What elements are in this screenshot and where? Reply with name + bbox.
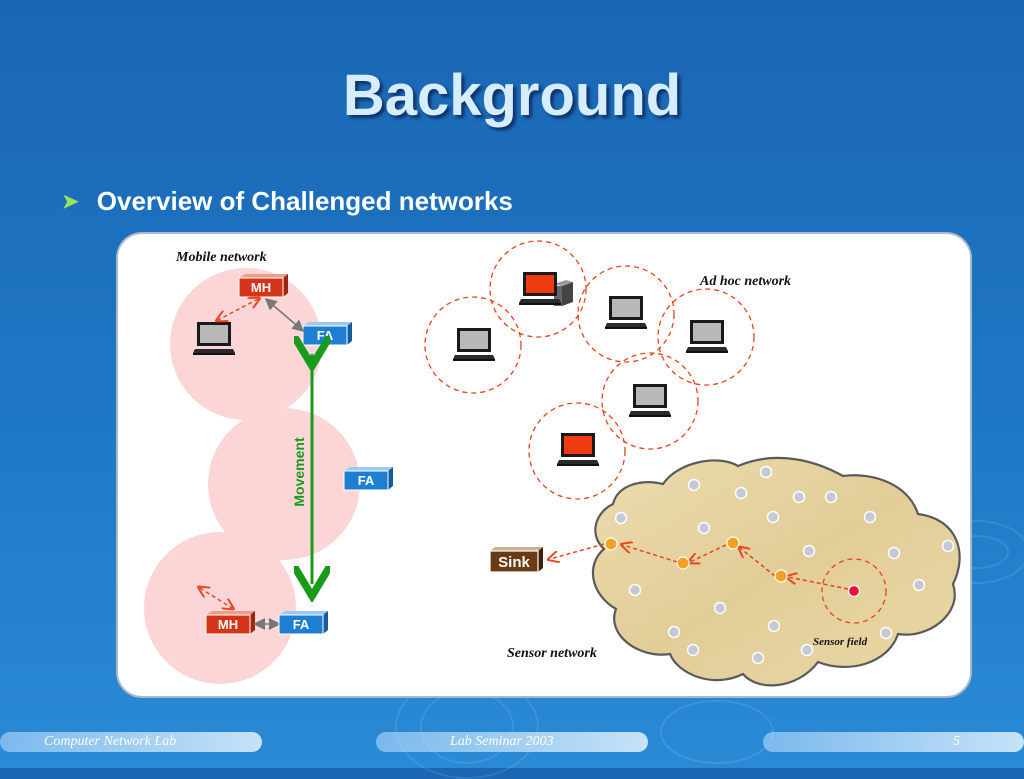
sensor-node xyxy=(697,521,711,535)
sensor-node xyxy=(824,490,838,504)
sensing-range xyxy=(821,558,887,624)
sensor-node xyxy=(941,539,955,553)
sensor-node xyxy=(614,511,628,525)
footer-left-bar: Computer Network Lab xyxy=(0,732,262,752)
fa-label: FA xyxy=(358,473,375,488)
relay-sensor-node xyxy=(676,556,690,570)
sensor-node xyxy=(713,601,727,615)
sensor-node xyxy=(759,465,773,479)
laptop-icon xyxy=(557,433,599,466)
sensor-node xyxy=(767,619,781,633)
laptop-icon xyxy=(605,296,647,329)
registration-link xyxy=(264,298,305,332)
data-path-link xyxy=(623,545,678,563)
laptop-icon xyxy=(686,320,728,353)
footer-right-bar: 5 xyxy=(763,732,1024,752)
sink-label: Sink xyxy=(498,554,530,571)
sensor-node xyxy=(887,546,901,560)
footer-lab-name: Computer Network Lab xyxy=(44,734,177,749)
laptop-icon xyxy=(193,322,235,355)
sensor-node xyxy=(686,643,700,657)
fa-label: FA xyxy=(317,328,334,343)
relay-sensor-node xyxy=(604,537,618,551)
mobile-host-node: MH xyxy=(205,611,255,635)
radio-range xyxy=(601,352,699,450)
sensor-node xyxy=(667,625,681,639)
radio-range xyxy=(657,288,755,386)
radio-range xyxy=(489,240,587,338)
foreign-agent-node: FA xyxy=(302,322,352,346)
data-path-link xyxy=(550,543,605,559)
data-path-link xyxy=(788,577,849,590)
page-number: 5 xyxy=(953,734,960,749)
foreign-agent-node: FA xyxy=(278,611,328,635)
fa-label: FA xyxy=(293,617,310,632)
radio-range xyxy=(424,296,522,394)
laptop-icon xyxy=(519,272,561,305)
sensor-node xyxy=(687,478,701,492)
network-diagram: Mobile network MH FA FA Movement MH xyxy=(144,240,961,687)
sensor-node xyxy=(879,626,893,640)
wireless-link xyxy=(200,588,232,608)
radio-range xyxy=(528,402,626,500)
diagram-panel: Mobile network MH FA FA Movement MH xyxy=(116,232,972,698)
sensor-node xyxy=(863,510,877,524)
footer-seminar-name: Lab Seminar 2003 xyxy=(450,734,554,749)
bullet-item: ➤ Overview of Challenged networks xyxy=(62,186,513,217)
movement-label: Movement xyxy=(291,437,307,507)
foreign-agent-node: FA xyxy=(343,467,393,491)
laptop-icon xyxy=(453,328,495,361)
mobile-network-label: Mobile network xyxy=(175,250,267,265)
radio-range xyxy=(577,265,675,363)
footer-center-bar: Lab Seminar 2003 xyxy=(376,732,648,752)
sensor-node xyxy=(912,578,926,592)
server-icon xyxy=(554,280,573,306)
wireless-link xyxy=(218,299,258,320)
sensor-node xyxy=(751,651,765,665)
sensor-node xyxy=(800,643,814,657)
sink-node: Sink xyxy=(489,547,543,573)
relay-sensor-node xyxy=(726,536,740,550)
coverage-cell xyxy=(144,532,296,684)
sensor-node xyxy=(628,583,642,597)
sensor-network-label: Sensor network xyxy=(507,646,597,661)
sensor-node xyxy=(766,510,780,524)
data-path-link xyxy=(740,548,776,577)
relay-sensor-node xyxy=(774,569,788,583)
mh-label: MH xyxy=(218,617,238,632)
mh-label: MH xyxy=(251,280,271,295)
bullet-arrow-icon: ➤ xyxy=(62,191,79,213)
sensor-node xyxy=(792,490,806,504)
source-sensor-node xyxy=(847,584,861,598)
water-ripple xyxy=(660,700,774,764)
slide-title: Background xyxy=(342,63,682,128)
sensor-field-label: Sensor field xyxy=(813,636,868,648)
laptop-icon xyxy=(629,384,671,417)
sensor-node xyxy=(734,486,748,500)
mobile-host-node: MH xyxy=(238,274,288,298)
adhoc-network-label: Ad hoc network xyxy=(699,274,791,289)
bullet-text: Overview of Challenged networks xyxy=(96,186,513,216)
sensor-node xyxy=(802,544,816,558)
